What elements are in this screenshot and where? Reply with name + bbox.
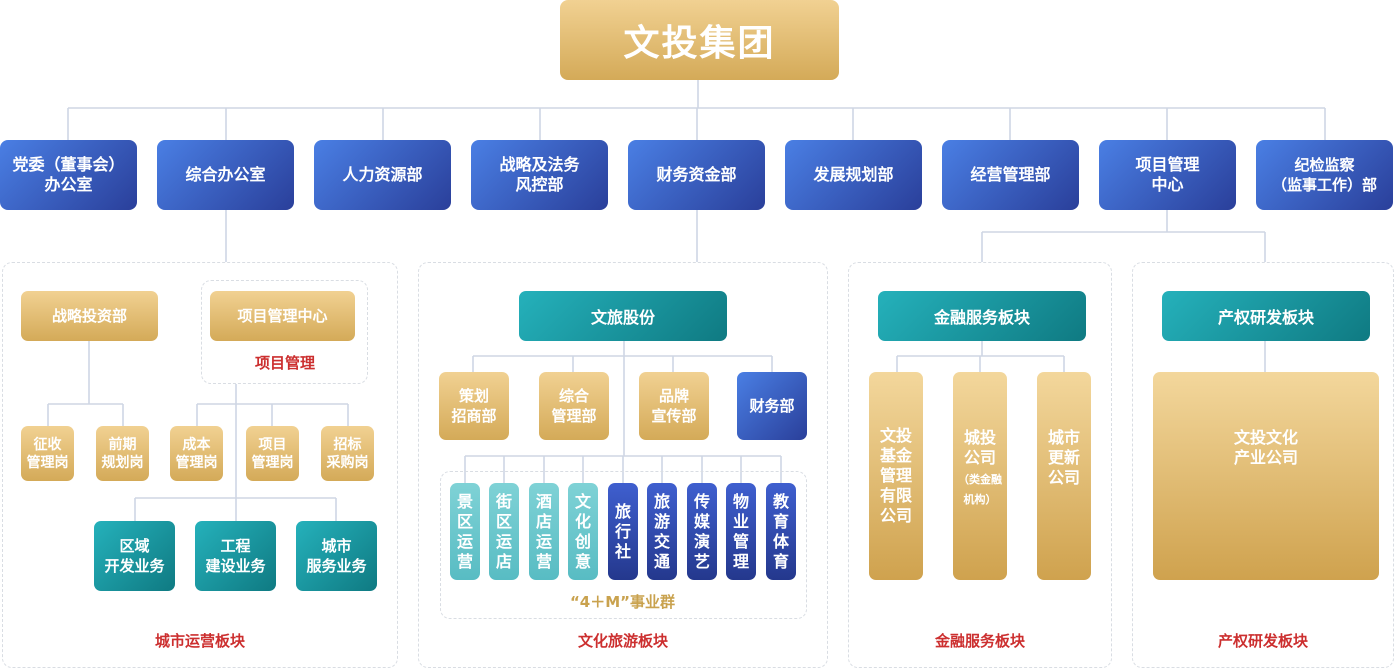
- property-company: 文投文化 产业公司: [1153, 372, 1379, 580]
- strategy-child-2: 前期 规划岗: [96, 426, 149, 481]
- culture-dept-4: 财务部: [737, 372, 807, 440]
- dept-party-office: 党委（董事会） 办公室: [0, 140, 137, 210]
- strategy-investment-dept: 战略投资部: [21, 291, 158, 341]
- culture-unit-2: 街 区 运 店: [489, 483, 519, 580]
- strategy-child-1: 征收 管理岗: [21, 426, 74, 481]
- dept-finance: 财务资金部: [628, 140, 765, 210]
- city-segment-title: 城市运营板块: [154, 632, 245, 650]
- business-2: 工程 建设业务: [195, 521, 276, 591]
- business-1: 区域 开发业务: [94, 521, 175, 591]
- finance-company-3-name: 城市 更新 公司: [1047, 428, 1080, 487]
- culture-dept-2: 综合 管理部: [539, 372, 609, 440]
- root-node: 文投集团: [560, 0, 839, 80]
- finance-company-1: 文投 基金 管理 有限 公司: [869, 372, 923, 580]
- pm-center-frame: [201, 280, 368, 384]
- business-3: 城市 服务业务: [296, 521, 377, 591]
- pm-child-3: 招标 采购岗: [321, 426, 374, 481]
- finance-company-2-sub: （类金融 机构）: [958, 473, 1002, 506]
- finance-company-2-name: 城投 公司: [963, 428, 996, 467]
- culture-dept-1: 策划 招商部: [439, 372, 509, 440]
- finance-segment-title: 金融服务板块: [934, 632, 1025, 650]
- pm-center-node: 项目管理中心: [210, 291, 355, 341]
- finance-company-1-name: 文投 基金 管理 有限 公司: [879, 426, 912, 525]
- finance-company-2: 城投 公司 （类金融 机构）: [953, 372, 1007, 580]
- pm-child-2: 项目 管理岗: [246, 426, 299, 481]
- finance-company-3: 城市 更新 公司: [1037, 372, 1091, 580]
- pm-label: 项目管理: [254, 353, 315, 372]
- city-segment: [2, 262, 398, 668]
- culture-head: 文旅股份: [519, 291, 727, 341]
- finance-head: 金融服务板块: [878, 291, 1086, 341]
- property-segment-title: 产权研发板块: [1217, 632, 1308, 650]
- dept-project-center: 项目管理 中心: [1099, 140, 1236, 210]
- dept-strategy-legal: 战略及法务 风控部: [471, 140, 608, 210]
- culture-unit-3: 酒 店 运 营: [529, 483, 559, 580]
- business-group-frame: [440, 471, 807, 619]
- dept-discipline: 纪检监察 （监事工作）部: [1256, 140, 1393, 210]
- property-company-name: 文投文化 产业公司: [1233, 428, 1298, 467]
- business-group-label: “4＋M”事业群: [569, 592, 676, 611]
- dept-general-office: 综合办公室: [157, 140, 294, 210]
- culture-unit-1: 景 区 运 营: [450, 483, 480, 580]
- culture-segment: [418, 262, 828, 668]
- dept-hr: 人力资源部: [314, 140, 451, 210]
- property-head: 产权研发板块: [1162, 291, 1370, 341]
- dept-development-planning: 发展规划部: [785, 140, 922, 210]
- culture-unit-4: 文 化 创 意: [568, 483, 598, 580]
- culture-unit-6: 旅 游 交 通: [647, 483, 677, 580]
- pm-child-1: 成本 管理岗: [170, 426, 223, 481]
- culture-unit-5: 旅 行 社: [608, 483, 638, 580]
- culture-unit-9: 教 育 体 育: [766, 483, 796, 580]
- culture-unit-8: 物 业 管 理: [726, 483, 756, 580]
- dept-operations: 经营管理部: [942, 140, 1079, 210]
- finance-segment: [848, 262, 1112, 668]
- culture-segment-title: 文化旅游板块: [577, 632, 668, 650]
- property-segment: [1132, 262, 1394, 668]
- culture-unit-7: 传 媒 演 艺: [687, 483, 717, 580]
- culture-dept-3: 品牌 宣传部: [639, 372, 709, 440]
